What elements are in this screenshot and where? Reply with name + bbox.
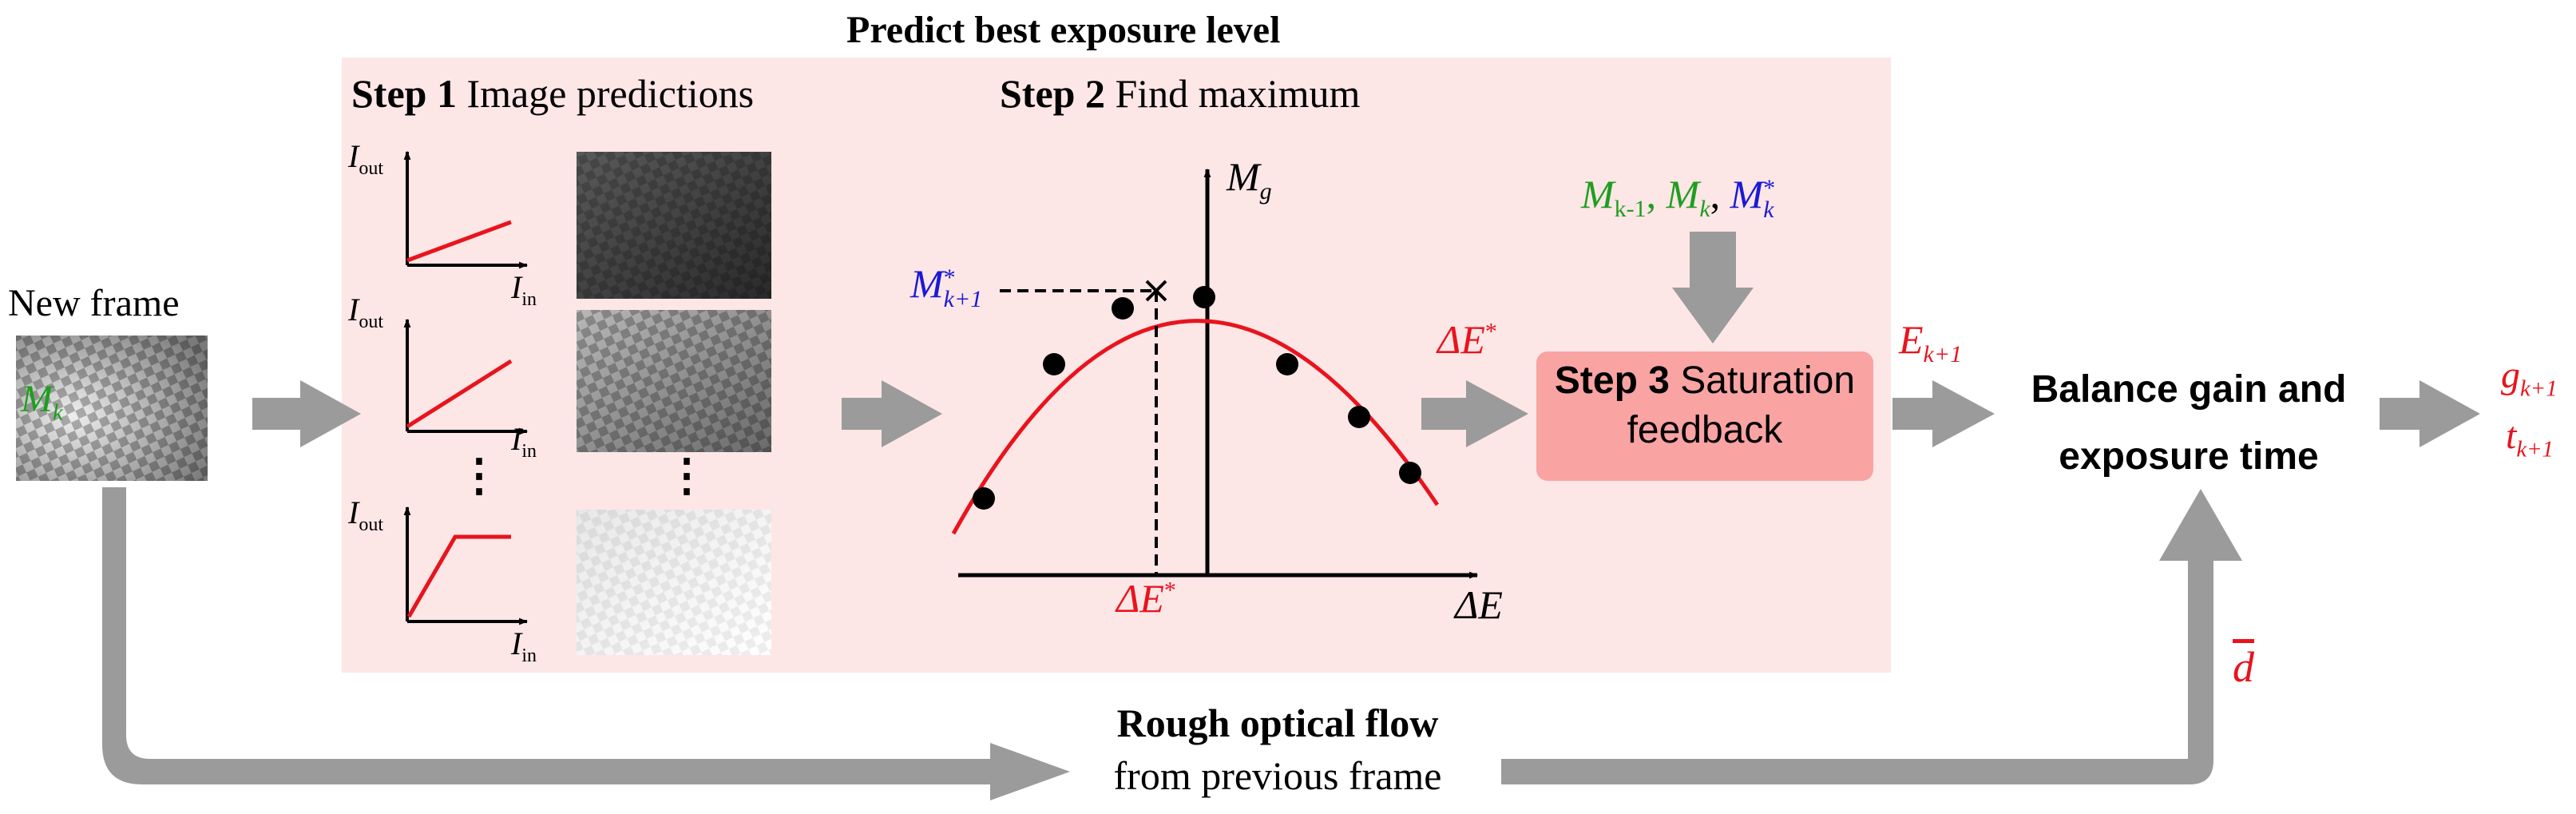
plot3-x-label: Iin <box>511 625 537 666</box>
step1-label: Image predictions <box>466 71 755 116</box>
graph-optimum-label: ΔE* <box>1116 576 1176 621</box>
graph-y-label: Mg <box>1227 154 1272 204</box>
maximum-graph <box>951 168 1479 579</box>
mean-flow-label: d <box>2233 643 2254 691</box>
output-gain: gk+1 <box>2501 354 2558 402</box>
flow-path-left <box>102 487 1070 800</box>
sample-point <box>1348 406 1370 428</box>
plot-ellipsis: ⋮ <box>457 451 501 501</box>
plot2-y-label: Iout <box>348 292 383 332</box>
sample-point <box>1112 297 1134 320</box>
step2-label: Find maximum <box>1115 71 1361 116</box>
plot1-x-label: Iin <box>511 269 537 310</box>
arrow-step1-to-step2 <box>842 380 942 447</box>
transfer-plot-1 <box>403 150 529 269</box>
plot2-x-label: Iin <box>511 421 537 462</box>
new-frame-image <box>16 336 208 481</box>
transfer-plot-2 <box>403 318 529 435</box>
delta-e-label: ΔE* <box>1437 317 1497 362</box>
sample-point <box>1399 462 1421 484</box>
plot3-y-label: Iout <box>348 494 383 535</box>
sample-point <box>1043 353 1065 375</box>
sample-point <box>1193 286 1215 308</box>
sample-point <box>973 487 995 510</box>
graph-x-label: ΔE <box>1455 582 1503 627</box>
predicted-image-mid <box>577 310 771 452</box>
new-frame-label: New frame <box>8 282 180 324</box>
output-time: tk+1 <box>2506 415 2554 463</box>
arrow-frame-to-step1 <box>252 380 361 447</box>
saturation-feedback-box <box>1536 351 1873 481</box>
feedback-inputs: Mk-1, Mk, M*k <box>1581 172 1776 223</box>
plot1-y-label: Iout <box>348 138 383 179</box>
new-frame-mk: Mk <box>21 378 63 426</box>
transfer-plot-3 <box>403 506 529 625</box>
step3-label: Step 3 Saturation feedback <box>1554 359 1856 451</box>
flow-arrows <box>102 232 2480 800</box>
predicted-image-dark <box>577 152 771 299</box>
image-ellipsis: ⋮ <box>664 451 709 501</box>
arrow-step3-to-balance <box>1892 380 1995 447</box>
arrow-inputs-to-step3 <box>1672 232 1754 343</box>
arrow-step2-to-step3 <box>1421 380 1528 447</box>
max-cross-mark <box>1145 280 1167 302</box>
step1-heading: Step 1 Image predictions <box>351 73 754 113</box>
step2-heading: Step 2 Find maximum <box>1000 73 1360 113</box>
step1-number: Step 1 <box>351 71 457 116</box>
predicted-image-bright <box>577 510 771 655</box>
sample-point <box>1276 353 1298 375</box>
panel-title: Predict best exposure level <box>846 9 1281 51</box>
sample-points <box>973 286 1421 510</box>
arrow-balance-to-output <box>2380 380 2480 447</box>
graph-max-label: M*k+1 <box>910 261 983 312</box>
exposure-label: Ek+1 <box>1899 317 1963 367</box>
step2-number: Step 2 <box>1000 71 1105 116</box>
